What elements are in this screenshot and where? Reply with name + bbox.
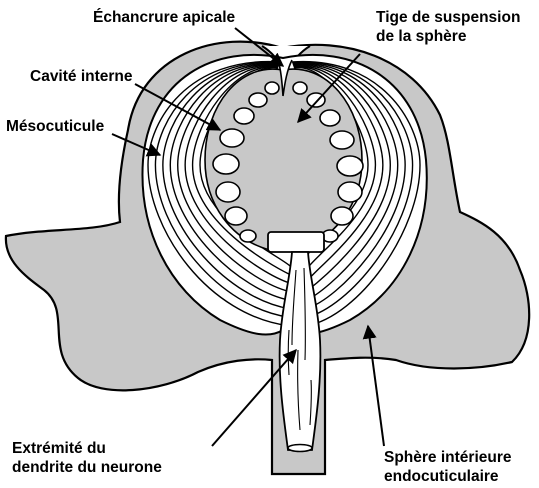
cell-6 [216,182,240,202]
label-apical-notch: Échancrure apicale [93,8,235,27]
label-sphere-line1: Sphère intérieure [384,448,512,467]
cell-13 [337,156,363,176]
label-mesocuticle: Mésocuticule [6,117,104,136]
cell-5 [213,154,239,174]
cell-8 [240,230,256,242]
label-stalk-line2: de la sphère [376,27,466,46]
label-sphere-line2: endocuticulaire [384,467,499,486]
cell-7 [225,207,247,225]
label-dendrite-line1: Extrémité du [12,439,106,458]
cell-3 [234,108,254,124]
cell-9 [293,82,307,94]
cell-1 [265,82,279,94]
label-dendrite-line2: dendrite du neurone [12,458,162,477]
cell-14 [338,182,362,202]
label-internal-cavity: Cavité interne [30,67,133,86]
cell-11 [320,110,340,126]
cell-12 [330,131,354,149]
base-plug [268,232,324,252]
dendrite-tip [288,445,312,452]
cell-4 [220,129,244,147]
cell-2 [249,93,267,107]
cell-15 [331,207,353,225]
label-stalk-line1: Tige de suspension [376,8,520,27]
